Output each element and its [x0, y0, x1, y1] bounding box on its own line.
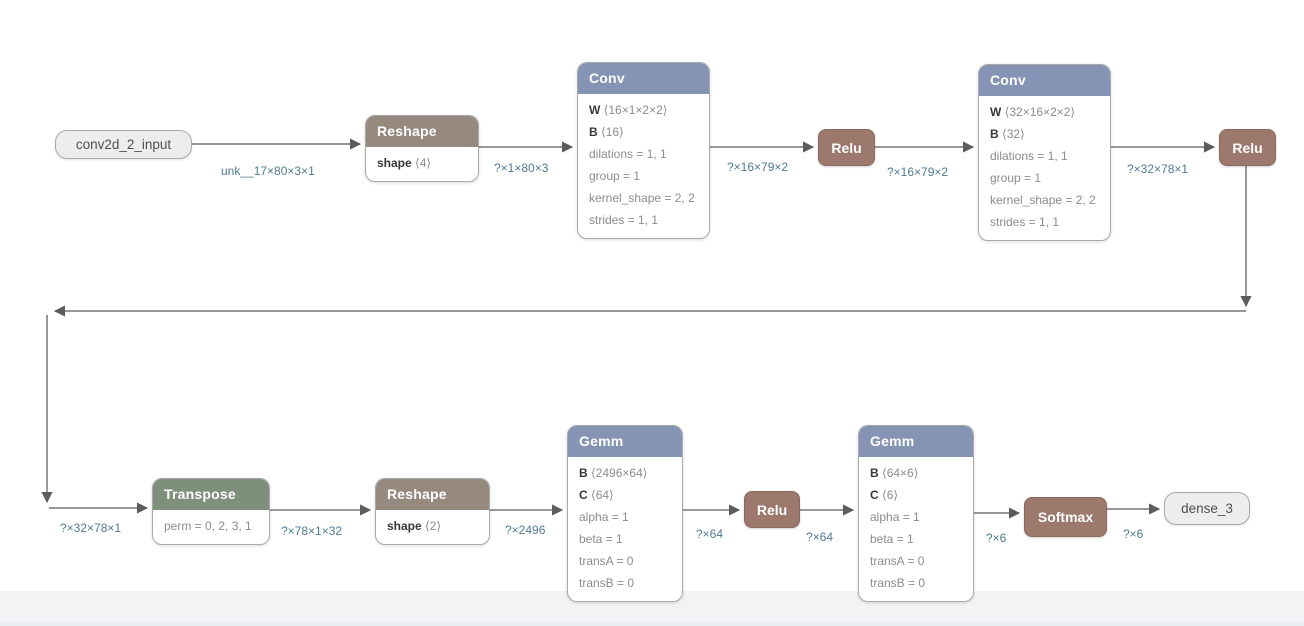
param-value: ⟨32×16×2×2⟩ — [1004, 105, 1076, 119]
node-attribute: dilations = 1, 1 — [990, 149, 1068, 163]
node-attribute: group = 1 — [990, 171, 1042, 185]
param-value: ⟨64×6⟩ — [882, 466, 919, 480]
edge-shape-label: ?×64 — [806, 530, 834, 544]
node-title: Reshape — [376, 479, 489, 510]
node-body: W ⟨16×1×2×2⟩ B ⟨16⟩ dilations = 1, 1 gro… — [578, 94, 709, 238]
node-attribute: kernel_shape = 2, 2 — [589, 191, 695, 205]
edge-shape-label: ?×32×78×1 — [60, 521, 122, 535]
node-model-output[interactable]: dense_3 — [1164, 492, 1250, 525]
node-attribute: transB = 0 — [579, 576, 635, 590]
param-value: ⟨2⟩ — [425, 519, 442, 533]
edge-shape-label: ?×1×80×3 — [494, 161, 549, 175]
node-input-row: B ⟨64×6⟩ — [870, 462, 962, 484]
edge-shape-label: ?×6 — [986, 531, 1007, 545]
edge-shape-label: unk__17×80×3×1 — [221, 164, 315, 178]
param-name: B — [870, 466, 879, 480]
node-attribute: kernel_shape = 2, 2 — [990, 193, 1096, 207]
param-value: ⟨6⟩ — [882, 488, 899, 502]
param-value: ⟨32⟩ — [1002, 127, 1025, 141]
footer-strip — [0, 622, 1304, 626]
node-body: perm = 0, 2, 3, 1 — [153, 510, 269, 544]
node-attribute: dilations = 1, 1 — [589, 147, 667, 161]
param-value: ⟨64⟩ — [591, 488, 614, 502]
node-input-row: shape ⟨4⟩ — [377, 152, 467, 174]
param-name: shape — [387, 519, 422, 533]
node-attribute: transB = 0 — [870, 576, 926, 590]
node-title: Gemm — [859, 426, 973, 457]
node-title: Softmax — [1037, 509, 1094, 525]
edge-shape-label: ?×6 — [1123, 527, 1144, 541]
node-input-row: W ⟨32×16×2×2⟩ — [990, 101, 1099, 123]
node-title: Gemm — [568, 426, 682, 457]
node-attribute: transA = 0 — [870, 554, 925, 568]
node-input-row: B ⟨16⟩ — [589, 121, 698, 143]
node-body: B ⟨64×6⟩ C ⟨6⟩ alpha = 1 beta = 1 transA… — [859, 457, 973, 601]
node-body: shape ⟨4⟩ — [366, 147, 478, 181]
node-attribute: beta = 1 — [870, 532, 914, 546]
edge-shape-label: ?×16×79×2 — [887, 165, 949, 179]
node-relu-3[interactable]: Relu — [744, 491, 800, 528]
node-input-row: shape ⟨2⟩ — [387, 515, 478, 537]
node-input-row: W ⟨16×1×2×2⟩ — [589, 99, 698, 121]
param-name: B — [579, 466, 588, 480]
param-name: B — [589, 125, 598, 139]
node-attribute: strides = 1, 1 — [990, 215, 1060, 229]
node-title: Transpose — [153, 479, 269, 510]
node-gemm-2[interactable]: Gemm B ⟨64×6⟩ C ⟨6⟩ alpha = 1 beta = 1 t… — [858, 425, 974, 602]
node-body: B ⟨2496×64⟩ C ⟨64⟩ alpha = 1 beta = 1 tr… — [568, 457, 682, 601]
param-value: ⟨16⟩ — [601, 125, 624, 139]
param-name: W — [990, 105, 1002, 119]
node-reshape-1[interactable]: Reshape shape ⟨4⟩ — [365, 115, 479, 182]
param-value: ⟨2496×64⟩ — [591, 466, 648, 480]
node-title: Relu — [1232, 139, 1263, 156]
edge-shape-label: ?×16×79×2 — [727, 160, 789, 174]
param-value: ⟨4⟩ — [415, 156, 432, 170]
node-input-row: B ⟨32⟩ — [990, 123, 1099, 145]
node-relu-2[interactable]: Relu — [1219, 129, 1276, 166]
node-transpose[interactable]: Transpose perm = 0, 2, 3, 1 — [152, 478, 270, 545]
node-model-output-label: dense_3 — [1181, 501, 1233, 516]
node-title: Relu — [831, 139, 862, 156]
edge-shape-label: ?×64 — [696, 527, 724, 541]
param-name: C — [870, 488, 879, 502]
node-attribute: alpha = 1 — [579, 510, 629, 524]
param-name: shape — [377, 156, 412, 170]
node-conv-1[interactable]: Conv W ⟨16×1×2×2⟩ B ⟨16⟩ dilations = 1, … — [577, 62, 710, 239]
node-attribute: transA = 0 — [579, 554, 634, 568]
node-input-row: C ⟨6⟩ — [870, 484, 962, 506]
node-reshape-2[interactable]: Reshape shape ⟨2⟩ — [375, 478, 490, 545]
node-attribute: perm = 0, 2, 3, 1 — [164, 519, 252, 533]
node-body: W ⟨32×16×2×2⟩ B ⟨32⟩ dilations = 1, 1 gr… — [979, 96, 1110, 240]
node-title: Conv — [979, 65, 1110, 96]
node-attribute: group = 1 — [589, 169, 641, 183]
param-name: B — [990, 127, 999, 141]
node-input-row: B ⟨2496×64⟩ — [579, 462, 671, 484]
node-title: Reshape — [366, 116, 478, 147]
node-title: Conv — [578, 63, 709, 94]
node-softmax[interactable]: Softmax — [1024, 497, 1107, 537]
node-attribute: alpha = 1 — [870, 510, 920, 524]
node-relu-1[interactable]: Relu — [818, 129, 875, 166]
edge-shape-label: ?×32×78×1 — [1127, 162, 1189, 176]
node-attribute: beta = 1 — [579, 532, 623, 546]
node-model-input[interactable]: conv2d_2_input — [55, 130, 192, 159]
node-attribute: strides = 1, 1 — [589, 213, 659, 227]
param-name: C — [579, 488, 588, 502]
param-value: ⟨16×1×2×2⟩ — [603, 103, 668, 117]
node-model-input-label: conv2d_2_input — [75, 137, 172, 152]
node-title: Relu — [756, 501, 788, 518]
param-name: W — [589, 103, 601, 117]
edge-shape-label: ?×78×1×32 — [281, 524, 343, 538]
edge-shape-label: ?×2496 — [505, 523, 546, 537]
node-conv-2[interactable]: Conv W ⟨32×16×2×2⟩ B ⟨32⟩ dilations = 1,… — [978, 64, 1111, 241]
node-body: shape ⟨2⟩ — [376, 510, 489, 544]
node-input-row: C ⟨64⟩ — [579, 484, 671, 506]
node-gemm-1[interactable]: Gemm B ⟨2496×64⟩ C ⟨64⟩ alpha = 1 beta =… — [567, 425, 683, 602]
